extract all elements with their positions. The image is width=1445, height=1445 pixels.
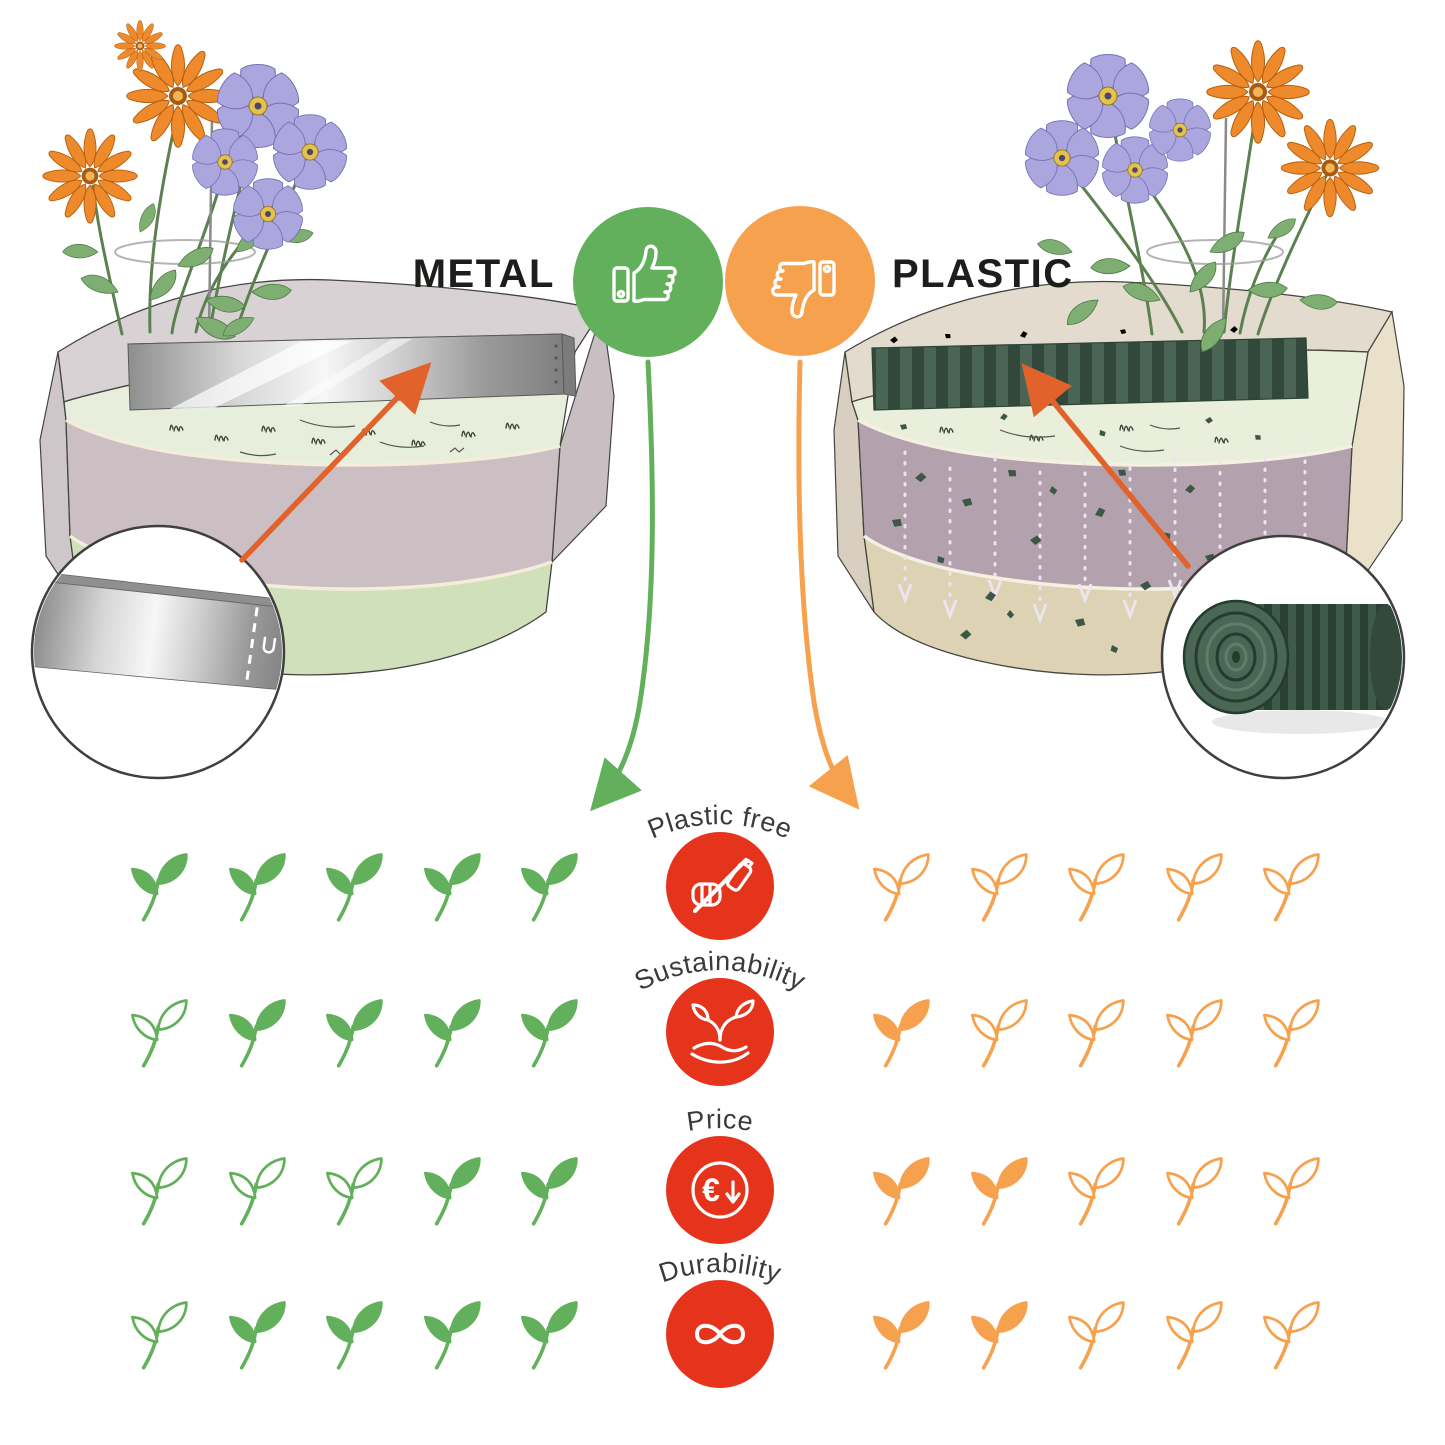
plastic-pointer-arrow: [1021, 363, 1191, 569]
metal-label: METAL: [412, 252, 555, 296]
sprout-rating-icon: [1165, 1157, 1223, 1226]
sprout-rating-icon: [1165, 999, 1223, 1068]
sprout-rating-icon: [228, 999, 286, 1068]
sprout-rating-icon: [131, 1157, 188, 1226]
sprout-rating-icon: [873, 1301, 930, 1370]
sprout-rating-icon: [970, 853, 1028, 922]
thumbs-up-badge: [573, 207, 723, 357]
euro-discount-icon: €: [691, 1161, 749, 1219]
sprout-rating-icon: [1165, 853, 1223, 922]
sprout-rating-icon: [521, 999, 578, 1068]
infinity-icon: [695, 1323, 745, 1345]
sprout-rating-icon: [326, 1157, 383, 1226]
flowers-right: [1021, 40, 1380, 355]
metal-price-rating: [120, 1154, 582, 1226]
no-plastic-bottle-icon: [691, 857, 754, 914]
rating-row-sustainability: Sustainability: [0, 912, 1445, 1152]
sprout-rating-icon: [423, 999, 481, 1068]
metal-sustainability-rating: [120, 996, 582, 1068]
flowers-left: [42, 20, 351, 349]
rating-badge-sustainability: Sustainability: [630, 946, 810, 1086]
sprout-rating-icon: [521, 1157, 578, 1226]
plastic-price-rating: [862, 1154, 1324, 1226]
sprout-rating-icon: [1165, 1301, 1223, 1370]
grass-detail-right: [939, 424, 1229, 452]
plastic-sustainability-rating: [862, 996, 1324, 1068]
sprout-rating-icon: [1263, 853, 1320, 922]
metal-scene: [30, 20, 615, 780]
sprout-rating-icon: [423, 1301, 481, 1370]
metal-rating-arrow: [590, 359, 655, 812]
sprout-rating-icon: [970, 1301, 1028, 1370]
sprout-rating-icon: [1263, 1157, 1320, 1226]
sprout-rating-icon: [131, 853, 188, 922]
rating-row-durability: Durability: [0, 1214, 1445, 1445]
sprout-rating-icon: [1068, 853, 1125, 922]
sprout-rating-icon: [873, 853, 930, 922]
sprout-rating-icon: [228, 1301, 286, 1370]
sprout-rating-icon: [970, 999, 1028, 1068]
plastic-plastic-free-rating: [862, 850, 1324, 922]
plastic-label: PLASTIC: [892, 252, 1074, 296]
metal-edging: [127, 333, 577, 411]
plastic-edging: [871, 325, 1309, 411]
sprout-rating-icon: [1068, 999, 1125, 1068]
sprout-rating-icon: [326, 999, 383, 1068]
metal-pointer-arrow: [239, 362, 432, 563]
rating-row-price: Price €: [0, 1070, 1445, 1310]
sprout-rating-icon: [873, 999, 930, 1068]
rating-row-plastic-free: Plastic free: [0, 766, 1445, 1006]
sprout-rating-icon: [970, 1157, 1028, 1226]
orange-dahlia-flower: [1206, 40, 1310, 144]
sprout-rating-icon: [131, 999, 188, 1068]
sprout-rating-icon: [873, 1157, 930, 1226]
rating-badge-price: Price €: [666, 1104, 774, 1244]
sprout-rating-icon: [228, 853, 286, 922]
plastic-roll-inset: [1160, 534, 1406, 780]
sprout-rating-icon: [131, 1301, 188, 1370]
metal-inset: [30, 524, 286, 780]
metal-plastic-free-rating: [120, 850, 582, 922]
sprout-rating-icon: [326, 853, 383, 922]
plastic-durability-rating: [862, 1298, 1324, 1370]
rating-badge-plastic-free: Plastic free: [643, 800, 796, 940]
sprout-rating-icon: [423, 853, 481, 922]
sprout-rating-icon: [1263, 1301, 1320, 1370]
sprout-rating-icon: [228, 1157, 286, 1226]
seedling-in-hand-icon: [690, 999, 755, 1064]
sprout-rating-icon: [1263, 999, 1320, 1068]
rating-badge-durability: Durability: [655, 1248, 785, 1388]
sprout-rating-icon: [326, 1301, 383, 1370]
plastic-rating-arrow: [796, 359, 860, 810]
svg-text:€: €: [702, 1172, 720, 1208]
metal-durability-rating: [120, 1298, 582, 1370]
thumbs-down-badge: [725, 206, 875, 356]
sprout-rating-icon: [521, 1301, 578, 1370]
sprout-rating-icon: [1068, 1157, 1125, 1226]
svg-text:Price: Price: [685, 1104, 756, 1137]
sprout-rating-icon: [423, 1157, 481, 1226]
sprout-rating-icon: [1068, 1301, 1125, 1370]
sprout-rating-icon: [521, 853, 578, 922]
plastic-scene: [833, 40, 1406, 780]
